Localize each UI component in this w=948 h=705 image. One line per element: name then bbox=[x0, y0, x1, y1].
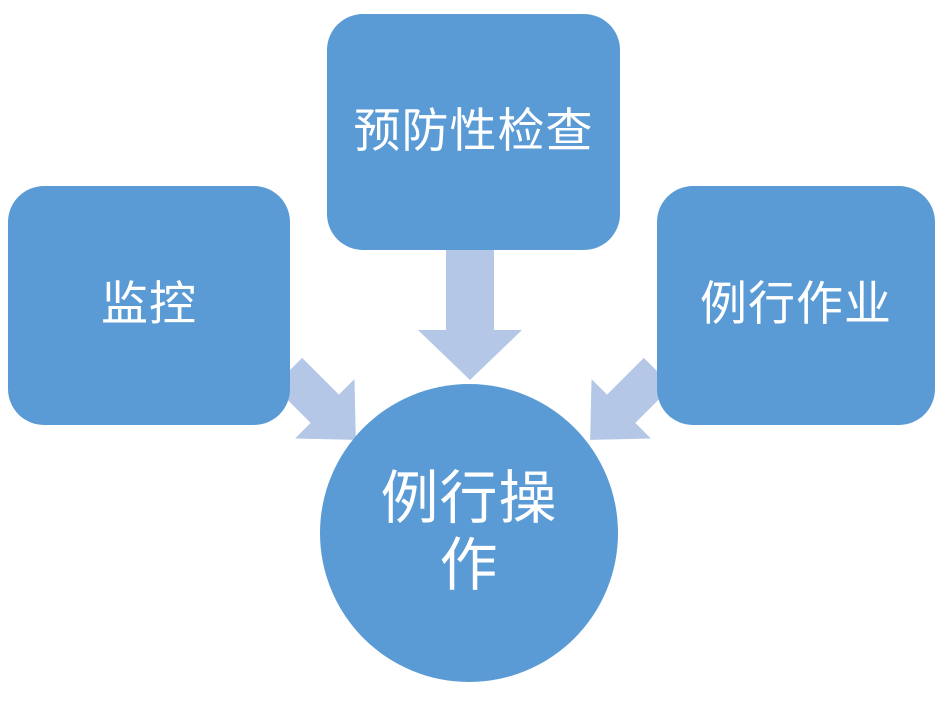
node-routine-operation: 例行操作 bbox=[320, 384, 618, 682]
node-preventive-inspection-label: 预防性检查 bbox=[353, 105, 594, 158]
arrow-down-icon bbox=[418, 249, 522, 380]
node-preventive-inspection: 预防性检查 bbox=[327, 14, 620, 250]
node-routine-operation-label: 例行操作 bbox=[380, 466, 558, 598]
node-routine-work-label: 例行作业 bbox=[700, 279, 892, 332]
node-monitoring: 监控 bbox=[8, 186, 290, 425]
node-monitoring-label: 监控 bbox=[101, 279, 197, 332]
node-routine-work: 例行作业 bbox=[657, 186, 935, 425]
